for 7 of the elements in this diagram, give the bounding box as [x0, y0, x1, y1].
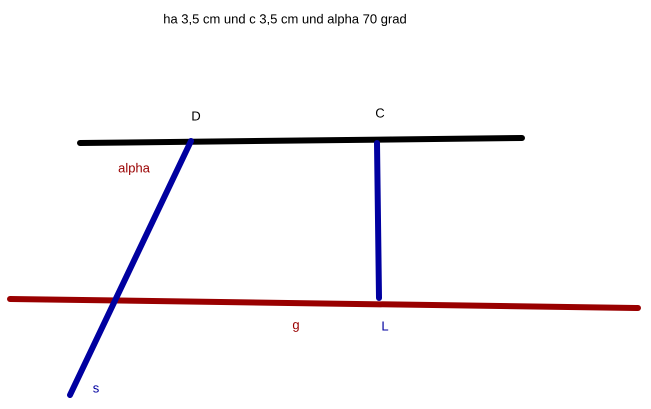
point-label: g [292, 322, 299, 332]
title: ha 3,5 cm und c 3,5 cm und alpha 70 grad [164, 14, 406, 26]
point-label: alpha [118, 162, 150, 176]
point-label: D [192, 112, 200, 120]
point-label: L [382, 322, 388, 330]
point-label: C [376, 108, 384, 118]
point-label: s [93, 385, 99, 393]
